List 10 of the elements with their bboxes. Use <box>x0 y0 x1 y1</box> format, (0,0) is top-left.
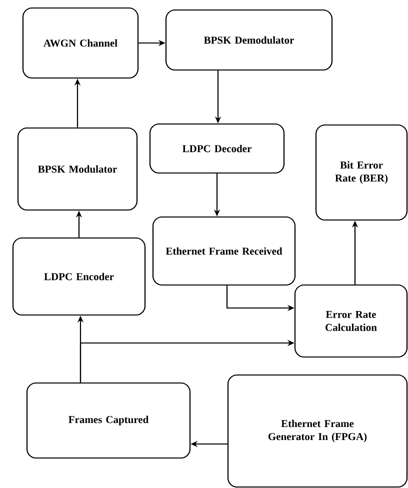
process-box: Bit Error Rate (BER) <box>315 124 408 221</box>
process-box: BPSK Demodulator <box>165 9 333 71</box>
process-box: AWGN Channel <box>22 7 139 79</box>
process-box: Ethernet Frame Received <box>152 216 296 286</box>
process-box: Ethernet Frame Generator In (FPGA) <box>227 374 408 488</box>
process-box: LDPC Decoder <box>149 123 285 174</box>
process-box: BPSK Modulator <box>17 127 138 211</box>
process-box: LDPC Encoder <box>12 237 146 316</box>
process-box: Error Rate Calculation <box>294 284 408 358</box>
process-box: Frames Captured <box>26 382 191 459</box>
